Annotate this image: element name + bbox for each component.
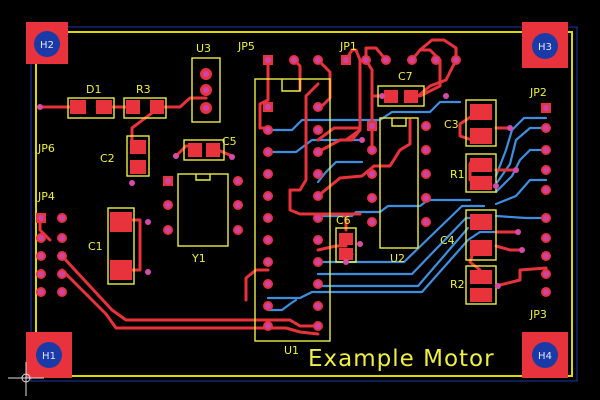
mount-hole-h2: H2 xyxy=(26,22,68,64)
u3-pins xyxy=(200,68,212,114)
label-r3: R3 xyxy=(136,83,151,96)
y1-pins xyxy=(163,176,243,235)
label-jp2: JP2 xyxy=(529,86,547,99)
mount-hole-label: H4 xyxy=(538,351,552,362)
mount-hole-label: H3 xyxy=(538,42,552,53)
board-title: Example Motor xyxy=(308,346,495,372)
bottom-copper-traces xyxy=(266,100,548,312)
label-jp4: JP4 xyxy=(37,190,55,203)
component-labels: D1 R3 U3 JP5 JP1 C7 JP2 JP6 C2 C5 C3 R1 … xyxy=(37,40,547,372)
label-jp6: JP6 xyxy=(37,142,55,155)
mount-hole-h4: H4 xyxy=(522,332,568,378)
silkscreen xyxy=(67,57,497,342)
mount-hole-label: H1 xyxy=(42,351,56,362)
jp5-pins xyxy=(263,55,323,65)
label-c2: C2 xyxy=(100,152,115,165)
origin-crosshair-icon xyxy=(8,362,44,396)
label-c5: C5 xyxy=(222,135,237,148)
smd-pads xyxy=(70,90,492,302)
jp1-pins xyxy=(341,55,461,65)
label-jp5: JP5 xyxy=(237,40,255,53)
label-u1: U1 xyxy=(284,344,299,357)
label-c1: C1 xyxy=(88,240,103,253)
u1-pins xyxy=(263,102,323,331)
label-r2: R2 xyxy=(450,278,465,291)
label-c6: C6 xyxy=(336,214,351,227)
label-jp3: JP3 xyxy=(529,308,547,321)
board-keepout xyxy=(30,26,578,382)
mount-hole-h1: H1 xyxy=(26,332,72,378)
through-hole-pads xyxy=(36,55,551,331)
label-c4: C4 xyxy=(440,234,455,247)
u2-pins xyxy=(367,121,431,227)
jp2-pins xyxy=(541,103,551,297)
jp4-pins xyxy=(36,213,67,297)
label-y1: Y1 xyxy=(191,252,206,265)
label-d1: D1 xyxy=(86,83,101,96)
label-c7: C7 xyxy=(398,70,413,83)
board-outline xyxy=(35,31,573,377)
label-c3: C3 xyxy=(444,118,459,131)
label-r1: R1 xyxy=(450,168,465,181)
mount-hole-h3: H3 xyxy=(522,22,568,68)
label-u3: U3 xyxy=(196,42,211,55)
label-u2: U2 xyxy=(390,252,405,265)
vias xyxy=(37,93,525,289)
label-jp1: JP1 xyxy=(339,40,357,53)
mount-hole-label: H2 xyxy=(40,40,54,51)
